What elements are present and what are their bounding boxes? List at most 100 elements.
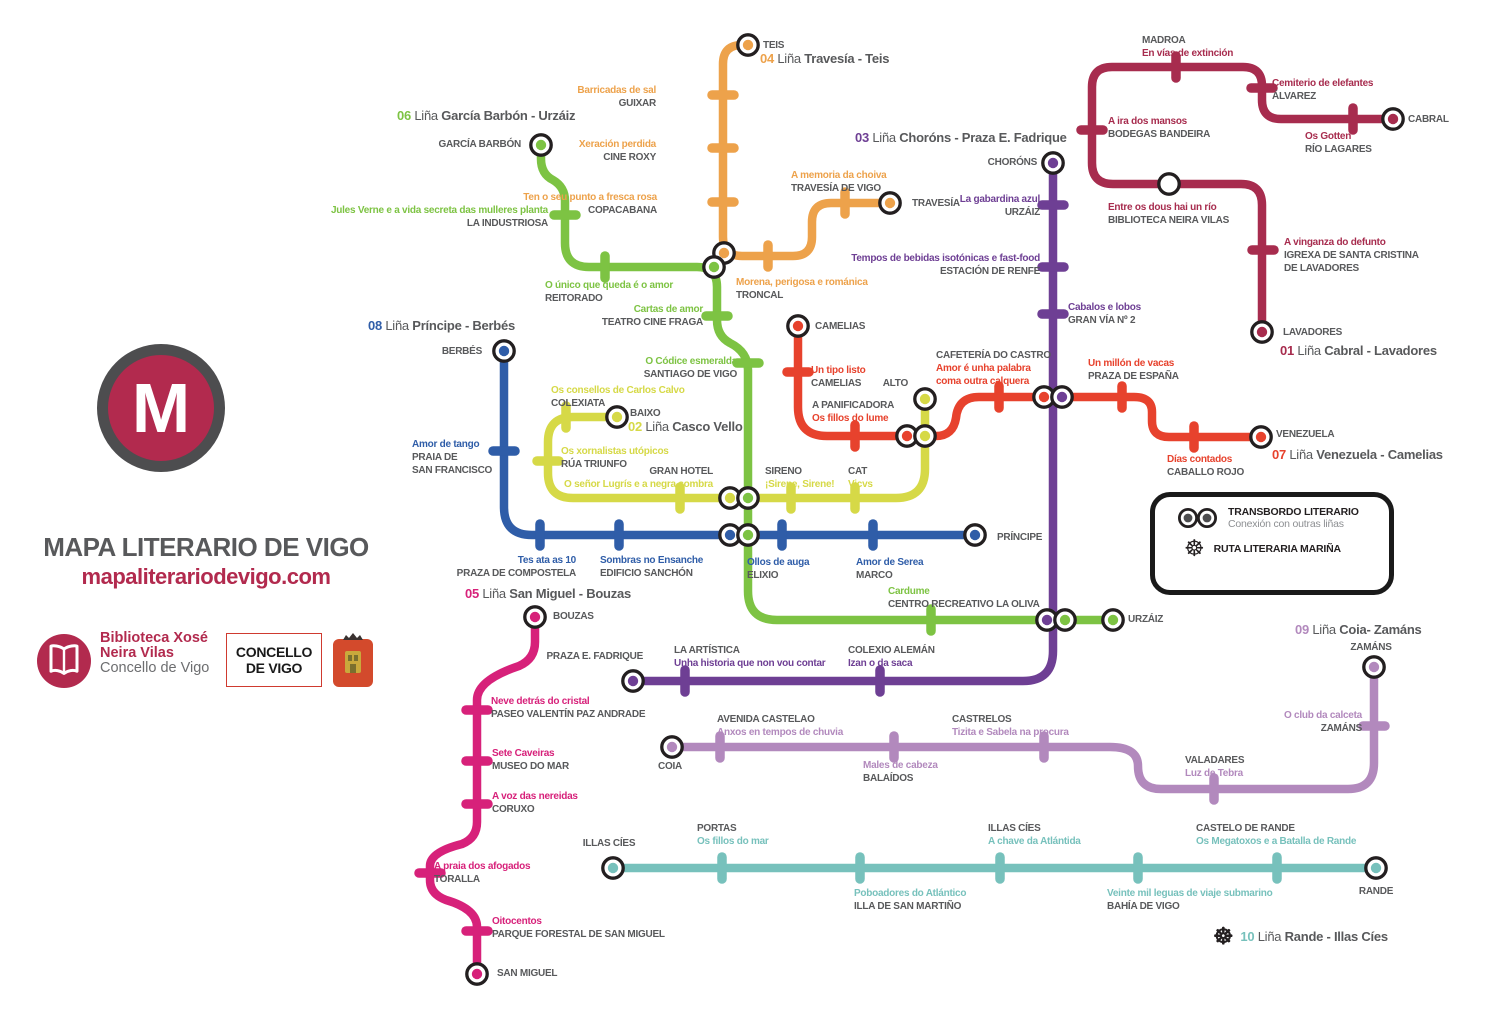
station-venezuela	[1249, 425, 1273, 449]
station-principe	[963, 523, 987, 547]
line-header-01: 01 Liña Cabral - Lavadores	[1280, 343, 1437, 358]
label-estacion-renfe: Tempos de bebidas isotónicas e fast-food…	[851, 253, 1040, 277]
label-chorons: CHORÓNS	[987, 157, 1038, 168]
label-urzaiz-6: URZÁIZ	[1128, 614, 1164, 625]
concello-line1: CONCELLO	[235, 644, 313, 660]
line-header-08: 08 Liña Príncipe - Berbés	[368, 318, 515, 333]
line-l09-path	[667, 662, 1379, 794]
label-sireno: SIRENO¡Sirene, Sirene!	[765, 466, 835, 490]
biblioteca-logo-icon	[37, 634, 91, 688]
station-teis	[736, 33, 760, 57]
label-lavadores: LAVADORES	[1283, 327, 1343, 338]
station-berbes	[492, 339, 516, 363]
station-biblioteca-neira-vilas	[1157, 172, 1181, 196]
label-garcia-barbon: GARCÍA BARBÓN	[438, 139, 522, 150]
line-header-03: 03 Liña Choróns - Praza E. Fadrique	[855, 130, 1067, 145]
station-illas-cies	[601, 856, 625, 880]
label-baixo: BAIXO	[630, 408, 661, 419]
label-alto: ALTO	[882, 378, 909, 389]
station-lavadores	[1250, 320, 1274, 344]
label-zamans-terminal: ZAMÁNS	[1350, 642, 1392, 653]
label-principe: PRÍNCIPE	[997, 532, 1043, 543]
transfer-castro-purple	[1050, 385, 1074, 409]
website-url[interactable]: mapaliterariodevigo.com	[81, 564, 331, 589]
label-teis: TEIS	[763, 40, 785, 51]
line-header-05: 05 Liña San Miguel - Bouzas	[465, 586, 631, 601]
ship-wheel-icon: ☸	[1213, 923, 1234, 949]
line-header-10: ☸10 Liña Rande - Illas Cíes	[1213, 923, 1388, 949]
station-baixo	[605, 405, 629, 429]
line-l07-path	[793, 321, 1266, 442]
label-travesia: TRAVESÍA	[912, 198, 960, 209]
biblioteca-text: Biblioteca Xosé Neira Vilas Concello de …	[100, 631, 209, 676]
concello-line2: DE VIGO	[245, 660, 303, 676]
line-l02-path	[543, 394, 930, 503]
line-header-04: 04 Liña Travesía - Teis	[760, 51, 890, 66]
station-camelias	[786, 314, 810, 338]
station-coia	[660, 735, 684, 759]
label-san-miguel: SAN MIGUEL	[497, 968, 558, 979]
biblioteca-line1: Biblioteca Xosé	[100, 630, 208, 646]
label-rande: RANDE	[1358, 886, 1394, 897]
concello-de-vigo-badge: CONCELLO DE VIGO	[226, 633, 322, 687]
label-bouzas: BOUZAS	[553, 611, 594, 622]
line-l05-path	[425, 612, 540, 979]
line-header-02: 02 Liña Casco Vello	[628, 419, 743, 434]
label-la-industriosa: Jules Verne e a vida secreta das mullere…	[330, 205, 548, 229]
legend-marine-route: RUTA LITERARIA MARIÑA	[1213, 542, 1341, 555]
transfer-urzaiz-green	[1053, 608, 1077, 632]
biblioteca-line3: Concello de Vigo	[100, 660, 210, 676]
transfer-castro-red	[1032, 385, 1056, 409]
metro-logo: M	[97, 344, 225, 472]
label-cabral: CABRAL	[1408, 114, 1449, 125]
transfer-sample-icon	[1177, 507, 1218, 529]
ship-wheel-icon: ☸	[1184, 535, 1205, 561]
station-san-miguel	[465, 962, 489, 986]
transfer-troncal-green	[702, 255, 726, 279]
label-praza-e-fadrique: PRAZA E. FADRIQUE	[546, 651, 644, 662]
station-chorons	[1041, 151, 1065, 175]
line-l08-path	[499, 346, 980, 540]
station-travesia	[878, 191, 902, 215]
legend-box: TRANSBORDO LITERARIO Conexión con outras…	[1150, 492, 1394, 595]
